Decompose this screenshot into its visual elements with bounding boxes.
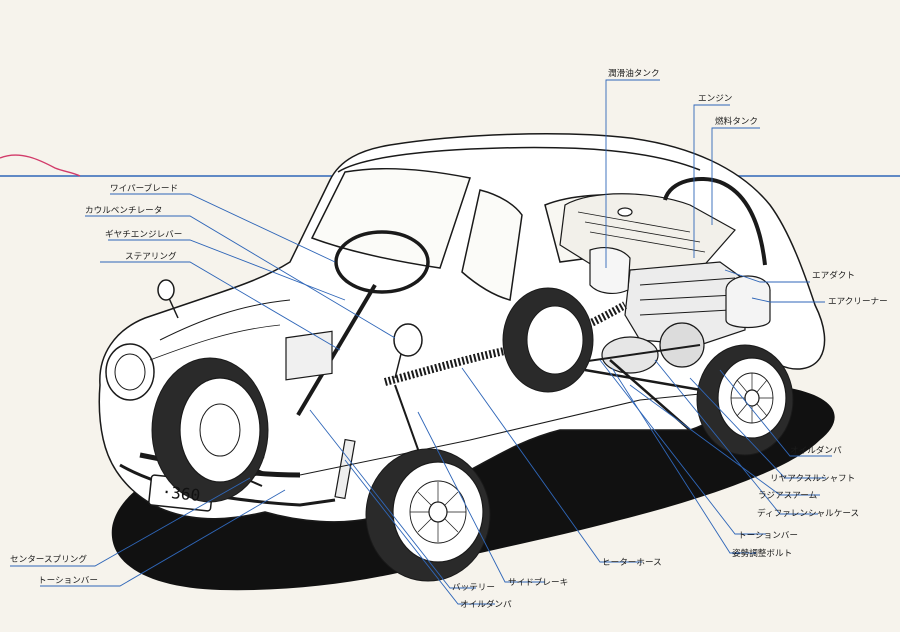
label-oil-damper-front: オイルダンパ bbox=[460, 598, 512, 610]
label-engine: エンジン bbox=[698, 94, 732, 104]
air-duct-tube bbox=[663, 177, 767, 266]
front-left-wheel bbox=[151, 357, 269, 503]
label-torsion-bar-rear: トーションバー bbox=[738, 530, 798, 541]
label-gear-shift-lever: ギヤチエンジレバー bbox=[105, 229, 182, 240]
label-radius-arm: ラジアスアーム bbox=[758, 490, 818, 501]
label-air-duct: エアダクト bbox=[812, 269, 855, 281]
rear-right-wheel bbox=[696, 344, 794, 456]
steering-column bbox=[296, 283, 377, 417]
pink-ribbon bbox=[0, 154, 81, 177]
leader-lines bbox=[10, 79, 832, 605]
label-wiper-blade: ワイパーブレード bbox=[110, 182, 178, 194]
engine-block bbox=[624, 261, 746, 346]
label-side-brake: サイドブレーキ bbox=[508, 576, 568, 588]
label-steering: ステアリング bbox=[125, 250, 177, 262]
label-torsion-bar-front: トーションバー bbox=[38, 575, 98, 586]
label-center-spring: センタースプリング bbox=[10, 553, 87, 565]
label-oil-damper-rear: オイルダンパ bbox=[790, 444, 842, 456]
wheels bbox=[151, 287, 794, 582]
heater-hose bbox=[383, 301, 627, 386]
steering-wheel bbox=[334, 230, 430, 294]
label-battery: バッテリー bbox=[452, 582, 495, 593]
label-air-cleaner: エアクリーナー bbox=[828, 296, 888, 307]
lubricant-tank-shape bbox=[589, 247, 631, 295]
windshield bbox=[310, 167, 471, 269]
door-window bbox=[461, 189, 523, 301]
label-fuel-tank: 燃料タンク bbox=[715, 115, 758, 127]
label-cowl-ventilator: カウルベンチレータ bbox=[85, 205, 162, 216]
rear-left-wheel bbox=[502, 287, 594, 393]
labels: 潤滑油タンク エンジン 燃料タンク エアダクト エアクリーナー ワイパーブレード… bbox=[10, 67, 888, 610]
front-right-wheel bbox=[365, 448, 491, 582]
label-rear-axle-shaft: リヤアクスルシャフト bbox=[770, 473, 855, 484]
label-differential-case: ディファレンシャルケース bbox=[757, 507, 859, 519]
label-attitude-bolt: 姿勢調整ボルト bbox=[732, 547, 792, 559]
label-heater-hose: ヒーターホース bbox=[602, 557, 662, 568]
roof-line bbox=[337, 146, 701, 173]
license-plate-text: ·360 bbox=[161, 482, 201, 505]
battery-box bbox=[285, 330, 333, 381]
label-lubricant-tank: 潤滑油タンク bbox=[608, 67, 660, 79]
